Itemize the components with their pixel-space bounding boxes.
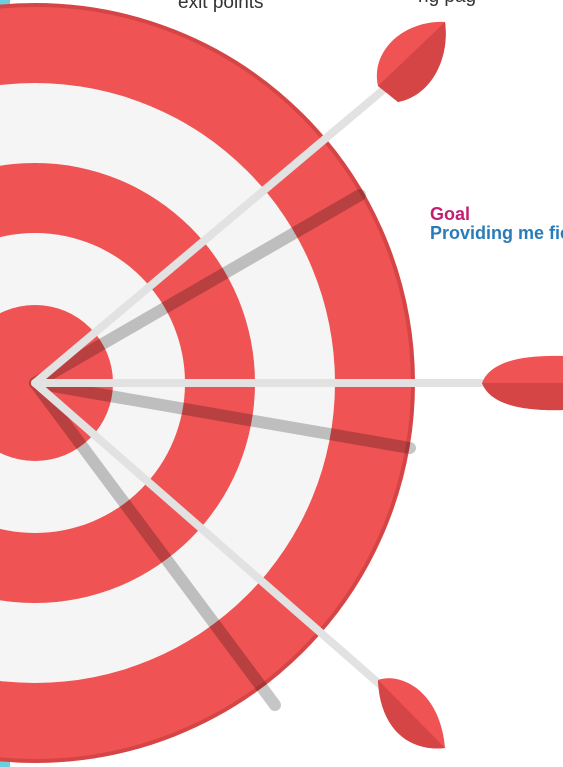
arrow-shadow-middle <box>29 377 416 454</box>
arrow-shaft-upper <box>31 76 399 387</box>
goal-label: Goal <box>430 204 471 224</box>
goal-text: Providing me fields <box>430 223 563 243</box>
arrow-shadow-upper <box>29 189 366 389</box>
arrow-shadow-lower <box>29 377 281 711</box>
arrow-shaft-lower <box>31 379 396 699</box>
arrow-icon <box>376 21 446 102</box>
caption-partial: ng pag <box>418 0 476 8</box>
arrow-icon <box>378 678 445 749</box>
caption-exit-points: exit points <box>178 0 264 13</box>
arrow-icon <box>482 355 563 411</box>
